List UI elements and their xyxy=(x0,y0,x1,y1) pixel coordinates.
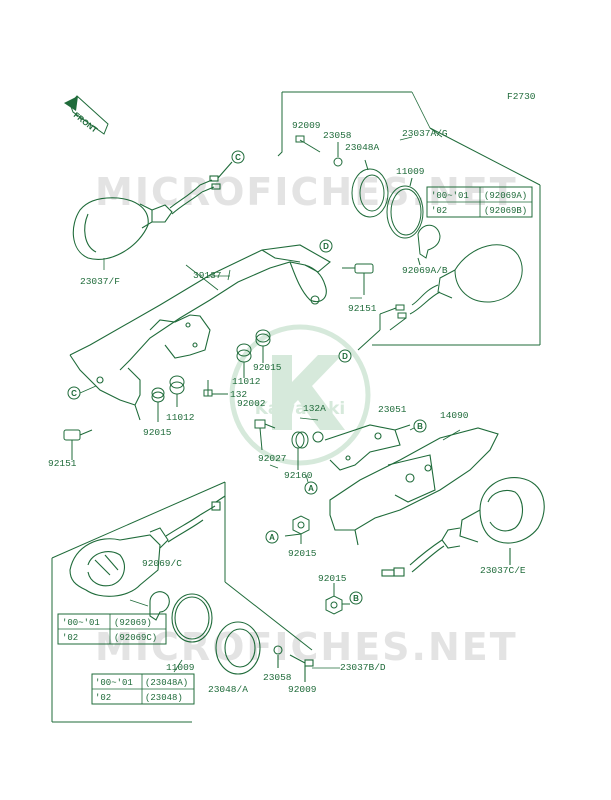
turn-signal-right xyxy=(381,477,545,577)
callout-c-left[interactable]: C xyxy=(67,386,81,400)
table-cell: '00~'01 xyxy=(62,618,100,628)
label-92151-bottom[interactable]: 92151 xyxy=(48,458,77,469)
label-11012-mid[interactable]: 11012 xyxy=(232,376,261,387)
label-92009-top[interactable]: 92009 xyxy=(292,120,321,131)
svg-text:A: A xyxy=(269,533,275,542)
bolt-92002 xyxy=(254,419,276,451)
grommets-middle xyxy=(236,329,271,378)
svg-text:B: B xyxy=(417,422,423,431)
label-23037BD[interactable]: 23037B/D xyxy=(340,662,386,673)
svg-text:A: A xyxy=(308,484,314,493)
table-cell: (23048) xyxy=(145,693,183,703)
label-39137[interactable]: 39137 xyxy=(193,270,222,281)
label-92015-left[interactable]: 92015 xyxy=(143,427,172,438)
table-cell: (92069B) xyxy=(484,206,527,216)
bracket-23051 xyxy=(324,424,411,471)
fender-14090 xyxy=(329,427,499,546)
label-132[interactable]: 132 xyxy=(230,389,247,400)
nut-92015-center xyxy=(284,515,310,544)
callout-b-lower[interactable]: B xyxy=(349,591,363,605)
callout-a-lower[interactable]: A xyxy=(265,530,279,544)
table-left-middle: '00~'01 (92069) '02 (92069C) xyxy=(57,613,167,645)
bolt-92151-top xyxy=(342,263,374,295)
label-92160[interactable]: 92160 xyxy=(284,470,313,481)
callout-d-top[interactable]: D xyxy=(319,239,333,253)
screw-132 xyxy=(203,380,228,397)
label-92002[interactable]: 92002 xyxy=(237,398,266,409)
table-cell: '02 xyxy=(431,206,447,216)
label-11009-bottom[interactable]: 11009 xyxy=(166,662,195,673)
label-23037AG[interactable]: 23037A/G xyxy=(402,128,448,139)
grommets-left xyxy=(151,375,185,422)
kawasaki-logo: Kawasaki xyxy=(229,324,371,466)
svg-text:D: D xyxy=(342,352,348,361)
label-23048A-bottom[interactable]: 23048/A xyxy=(208,684,248,695)
top-right-frame xyxy=(277,91,541,346)
logo-text: Kawasaki xyxy=(255,399,346,419)
table-cell: (92069) xyxy=(114,618,152,628)
turn-signal-bottom-left xyxy=(69,495,314,682)
label-23051[interactable]: 23051 xyxy=(378,404,407,415)
svg-text:D: D xyxy=(323,242,329,251)
table-cell: '02 xyxy=(62,633,78,643)
table-cell: (23048A) xyxy=(145,678,188,688)
watermark-bottom: MICROFICHES.NET xyxy=(95,625,518,669)
label-92015-right[interactable]: 92015 xyxy=(318,573,347,584)
bolt-92151-bottom xyxy=(63,429,93,460)
lamp-parts-top-right xyxy=(295,135,523,351)
leader-lines xyxy=(79,91,461,673)
table-cell: (92069A) xyxy=(484,191,527,201)
table-cell: '02 xyxy=(95,693,111,703)
callout-c-top[interactable]: C xyxy=(231,150,245,164)
table-cell: '00~'01 xyxy=(95,678,133,688)
bottom-left-frame xyxy=(51,481,313,723)
label-23048A-top[interactable]: 23048A xyxy=(345,142,380,153)
label-92027[interactable]: 92027 xyxy=(258,453,287,464)
callout-a-mid[interactable]: A xyxy=(304,481,318,495)
table-left-bottom: '00~'01 (23048A) '02 (23048) xyxy=(91,673,195,705)
label-23037CE[interactable]: 23037C/E xyxy=(480,565,526,576)
label-92069C[interactable]: 92069/C xyxy=(142,558,182,569)
table-top-right: '00~'01 (92069A) '02 (92069B) xyxy=(426,186,533,218)
label-92009-bottom[interactable]: 92009 xyxy=(288,684,317,695)
front-arrow-icon: FRONT xyxy=(64,95,109,135)
turn-signal-top-left xyxy=(72,161,233,260)
svg-text:C: C xyxy=(235,153,241,162)
figure-code: F2730 xyxy=(507,91,536,102)
svg-text:B: B xyxy=(353,594,359,603)
label-132A[interactable]: 132A xyxy=(303,403,326,414)
label-92069AB[interactable]: 92069A/B xyxy=(402,265,448,276)
table-cell: (92069C) xyxy=(114,633,157,643)
table-cell: '00~'01 xyxy=(431,191,469,201)
label-11009-top[interactable]: 11009 xyxy=(396,166,425,177)
callout-b-right[interactable]: B xyxy=(413,419,427,433)
label-23058-bottom[interactable]: 23058 xyxy=(263,672,292,683)
watermark-top: MICROFICHES.NET xyxy=(95,170,518,214)
label-92015-mid[interactable]: 92015 xyxy=(253,362,282,373)
label-23058-top[interactable]: 23058 xyxy=(323,130,352,141)
bracket-39137 xyxy=(69,244,331,421)
svg-text:C: C xyxy=(71,389,77,398)
label-11012-left[interactable]: 11012 xyxy=(166,412,195,423)
label-92015-center[interactable]: 92015 xyxy=(288,548,317,559)
label-23037F[interactable]: 23037/F xyxy=(80,276,120,287)
callout-d-mid[interactable]: D xyxy=(338,349,352,363)
label-92151-top[interactable]: 92151 xyxy=(348,303,377,314)
collar-92160 xyxy=(291,431,324,470)
nut-92015-right xyxy=(325,583,350,615)
front-label: FRONT xyxy=(72,110,99,134)
label-14090[interactable]: 14090 xyxy=(440,410,469,421)
